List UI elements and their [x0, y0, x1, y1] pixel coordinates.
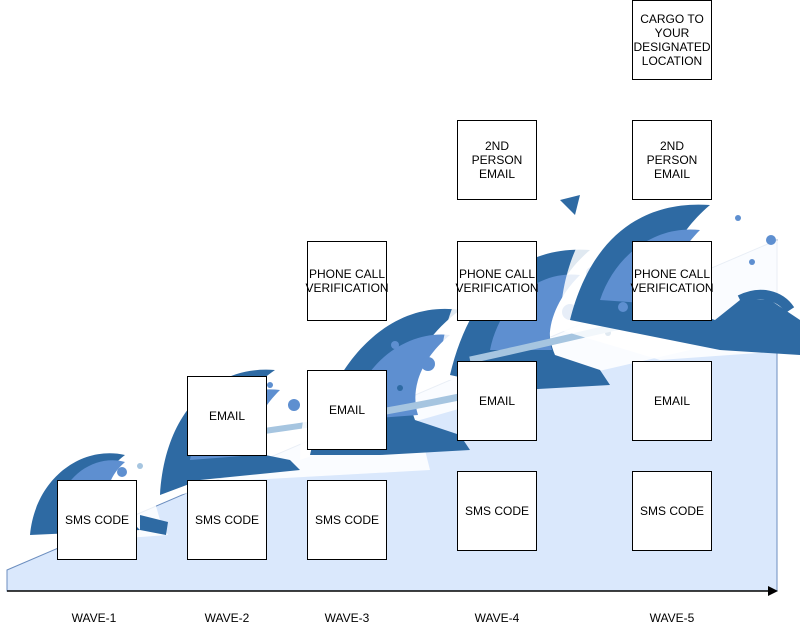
wave-3-label: WAVE-3	[324, 611, 370, 625]
wave-5-cargo-box: CARGO TO YOUR DESIGNATED LOCATION	[632, 0, 712, 80]
wave-2-sms-code-box: SMS CODE	[187, 480, 267, 560]
wave-1-label: WAVE-1	[71, 611, 117, 625]
wave-5-phone-call-box: PHONE CALL VERIFICATION	[630, 241, 714, 321]
wave-5-label: WAVE-5	[649, 611, 695, 625]
wave-5-2nd-person-email-box: 2ND PERSON EMAIL	[632, 120, 712, 200]
wave-1-sms-code-box: SMS CODE	[57, 480, 137, 560]
wave-4-email-box: EMAIL	[457, 361, 537, 441]
wave-4-phone-call-box: PHONE CALL VERIFICATION	[455, 241, 539, 321]
x-axis-arrowhead	[768, 586, 778, 596]
wave-2-label: WAVE-2	[204, 611, 250, 625]
wave-3-phone-call-box: PHONE CALL VERIFICATION	[305, 241, 389, 321]
wave-3-sms-code-box: SMS CODE	[307, 480, 387, 560]
wave-4-sms-code-box: SMS CODE	[457, 471, 537, 551]
wave-3-email-box: EMAIL	[307, 370, 387, 450]
wave-4-label: WAVE-4	[474, 611, 520, 625]
wave-4-2nd-person-email-box: 2ND PERSON EMAIL	[457, 120, 537, 200]
wave-5-sms-code-box: SMS CODE	[632, 471, 712, 551]
wave-2-email-box: EMAIL	[187, 376, 267, 456]
wave-5-email-box: EMAIL	[632, 361, 712, 441]
